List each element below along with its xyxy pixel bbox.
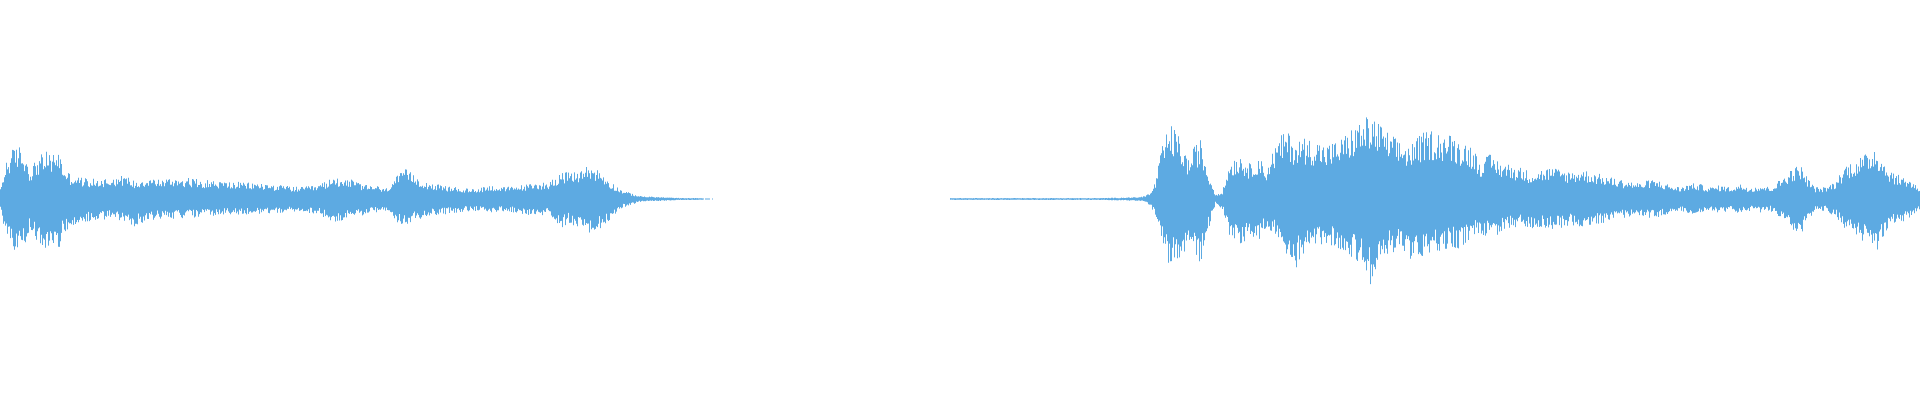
waveform-bars bbox=[0, 117, 1920, 285]
waveform-path bbox=[0, 117, 1920, 285]
